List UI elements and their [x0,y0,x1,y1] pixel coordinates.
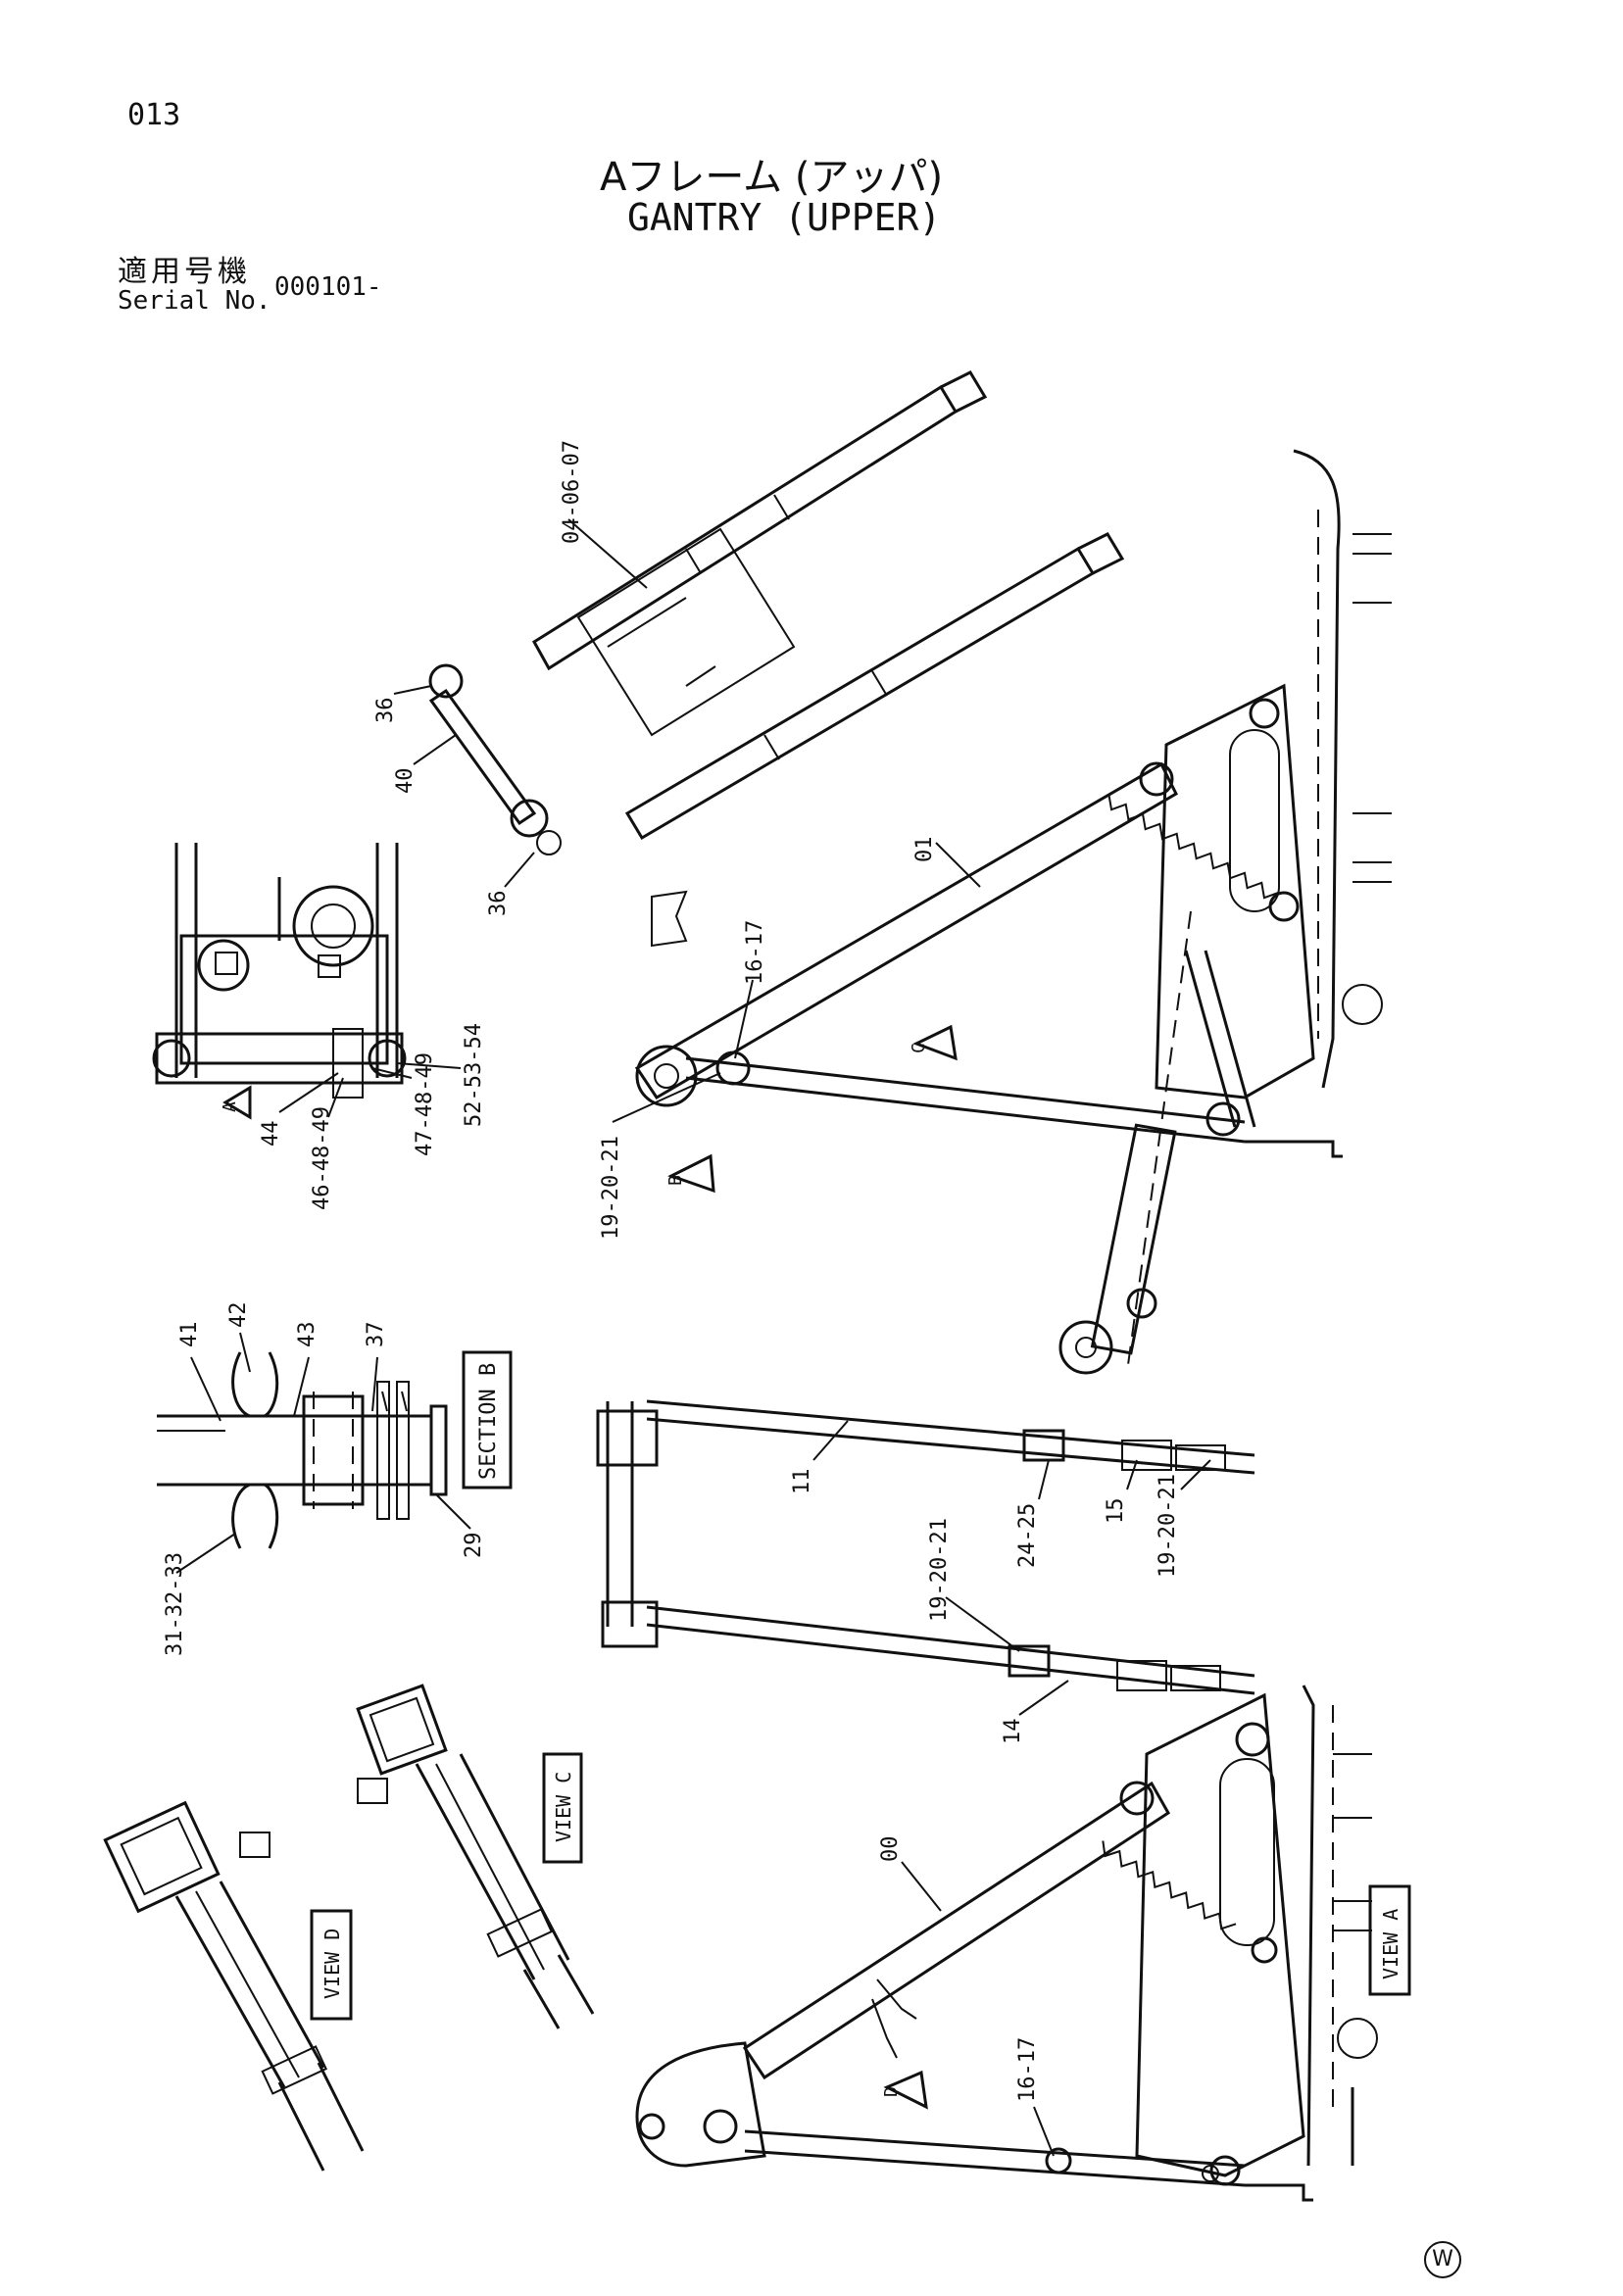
svg-text:B: B [665,1175,686,1186]
view-c-detail [356,1684,595,2029]
gantry-side-view-bottom [635,1685,1378,2202]
view-a-label: VIEW A [1379,1909,1402,1979]
callout-00: 00 [878,1836,903,1863]
view-d-detail [103,1800,365,2172]
section-b-label: SECTION B [476,1363,501,1480]
callout-40: 40 [393,768,418,795]
view-a-label-box [1368,1884,1411,1996]
view-arrow-d: D [881,2070,928,2110]
callout-46-48-49: 46-48-49 [310,1106,334,1210]
serial-number-value: 000101- [274,272,382,302]
title-japanese: Aフレーム (アッパ) [600,155,944,200]
view-arrow-b: B [665,1153,715,1194]
gantry-top-assembly [428,370,1125,855]
view-a-detail [152,843,407,1099]
callout-14: 14 [1001,1719,1025,1745]
svg-text:C: C [909,1043,929,1053]
serial-label-japanese: 適用号機 [118,255,251,289]
callout-19-20-21-mid: 19-20-21 [927,1518,952,1622]
callout-36-bottom: 36 [486,891,511,917]
callout-41: 41 [177,1322,202,1348]
callout-37: 37 [364,1322,388,1348]
view-c-label-box [542,1752,583,1864]
callout-11: 11 [790,1469,814,1495]
title-english: GANTRY (UPPER) [627,196,942,239]
view-d-label: VIEW D [320,1929,344,1999]
callout-42: 42 [226,1302,251,1329]
view-d-label-box [310,1909,353,2021]
svg-text:D: D [881,2086,902,2097]
callout-15: 15 [1104,1498,1128,1525]
section-b-label-box [462,1350,513,1490]
callout-04-06-07: 04-06-07 [560,440,584,544]
circled-w-mark: W [1424,2239,1461,2278]
svg-text:A: A [220,1101,240,1112]
callout-19-20-21-top: 19-20-21 [599,1136,623,1240]
callout-24-25: 24-25 [1015,1503,1040,1568]
callout-16-17-bottom: 16-17 [1015,2037,1040,2102]
callout-16-17-top: 16-17 [743,920,767,985]
view-c-label: VIEW C [552,1772,575,1842]
callout-44: 44 [259,1121,283,1148]
callout-36-top: 36 [373,698,398,724]
gantry-side-view-top [634,449,1392,1375]
link-bars-view [596,1399,1255,1695]
callout-31-32-33: 31-32-33 [163,1552,187,1656]
callout-47-48-49: 47-48-49 [413,1052,437,1156]
callout-29: 29 [462,1533,486,1559]
callout-01: 01 [912,837,937,863]
page-number: 013 [127,98,181,132]
callout-43: 43 [295,1322,320,1348]
callout-52-53-54: 52-53-54 [462,1023,486,1127]
section-b-detail [157,1351,448,1549]
view-arrow-c: C [909,1024,958,1061]
callout-19-20-21-right: 19-20-21 [1156,1474,1180,1578]
serial-label-english: Serial No. [118,286,271,316]
view-arrow-a: A [220,1085,252,1120]
